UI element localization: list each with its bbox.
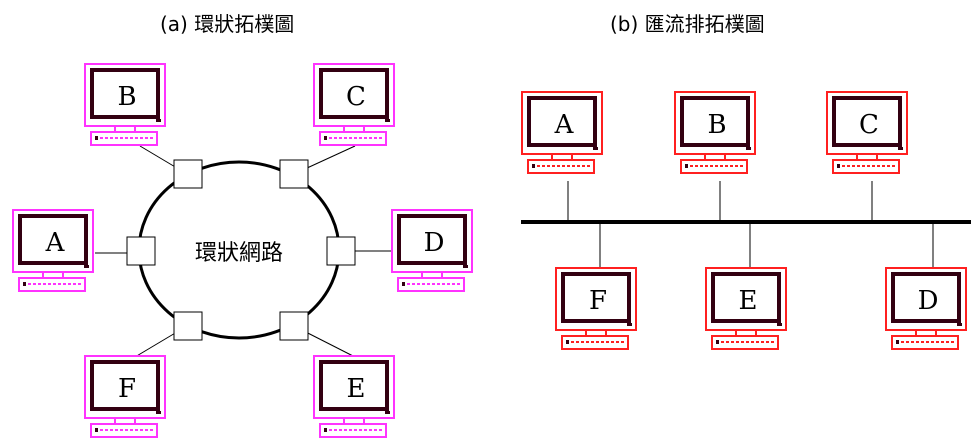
computer-label: E — [739, 286, 758, 316]
bus-topology: A B C — [521, 91, 971, 350]
computer-label: C — [346, 82, 366, 112]
junction-box — [173, 159, 203, 189]
computer-label: B — [117, 82, 136, 112]
ring-computer-d: D — [391, 209, 473, 292]
ring-junctions — [126, 159, 356, 341]
junction-box — [326, 236, 356, 266]
bus-computer-b: B — [674, 91, 756, 174]
ring-center-label: 環狀網路 — [195, 241, 283, 266]
computer-label: C — [859, 110, 879, 140]
bus-computer-c: C — [826, 91, 908, 174]
computer-label: F — [589, 286, 607, 316]
ring-computer-c: C — [313, 63, 395, 146]
bus-computer-f: F — [555, 267, 637, 350]
bus-computer-e: E — [705, 267, 787, 350]
computer-label: A — [554, 110, 575, 140]
ring-computer-a: A — [12, 209, 94, 292]
junction-box — [279, 311, 309, 341]
ring-topology: 環狀網路 B C — [12, 63, 473, 438]
bus-drop-lines — [567, 181, 934, 268]
computer-label: D — [918, 286, 939, 316]
ring-computer-e: E — [313, 355, 395, 438]
ring-computer-f: F — [84, 355, 166, 438]
junction-box — [126, 236, 156, 266]
bus-topology-title: (b) 匯流排拓樸圖 — [610, 12, 765, 36]
computer-label: A — [45, 228, 66, 258]
computer-label: E — [347, 374, 366, 404]
ring-topology-title: (a) 環狀拓樸圖 — [160, 12, 295, 36]
ring-computer-b: B — [84, 63, 166, 146]
junction-box — [279, 159, 309, 189]
junction-box — [173, 311, 203, 341]
bus-computer-d: D — [885, 267, 967, 350]
bus-computer-a: A — [521, 91, 603, 174]
computer-label: F — [118, 374, 136, 404]
computer-label: B — [707, 110, 726, 140]
computer-label: D — [424, 228, 445, 258]
